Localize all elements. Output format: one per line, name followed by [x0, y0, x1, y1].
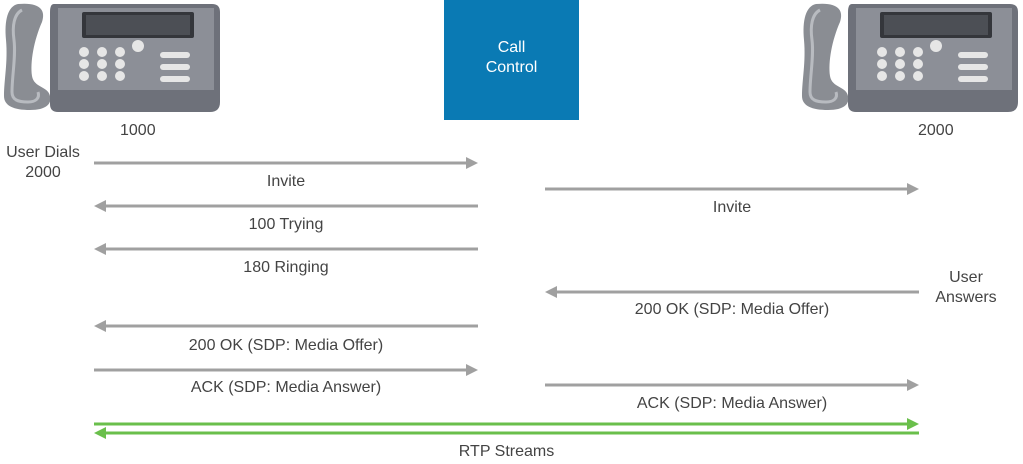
label-trying: 100 Trying: [248, 216, 324, 233]
arrow-ringing: [94, 243, 478, 255]
user-answers-note: User Answers: [935, 269, 997, 306]
arrow-ok-left: [94, 320, 478, 332]
label-rtp: RTP Streams: [458, 443, 555, 460]
arrow-trying: [94, 200, 478, 212]
arrow-ok-right: [545, 286, 919, 298]
phone-right-number: 2000: [918, 122, 954, 139]
label-invite-right: Invite: [712, 199, 752, 216]
label-ok-left: 200 OK (SDP: Media Offer): [188, 337, 384, 354]
desk-phone-icon: [4, 3, 220, 112]
label-ok-right: 200 OK (SDP: Media Offer): [634, 301, 830, 318]
label-ack-right: ACK (SDP: Media Answer): [636, 395, 828, 412]
desk-phone-icon: [802, 3, 1018, 112]
arrow-ack-left: [94, 364, 478, 376]
label-ringing: 180 Ringing: [243, 259, 329, 276]
user-dials-note: User Dials 2000: [6, 144, 80, 181]
phone-left-number: 1000: [120, 122, 156, 139]
arrow-ack-right: [545, 379, 919, 391]
label-ack-left: ACK (SDP: Media Answer): [190, 379, 382, 396]
arrow-invite-left: [94, 157, 478, 169]
arrow-rtp-back: [94, 427, 919, 439]
arrow-rtp-forward: [94, 418, 919, 430]
arrow-invite-right: [545, 183, 919, 195]
label-invite-left: Invite: [266, 173, 306, 190]
call-control-label: Call Control: [485, 39, 538, 76]
call-control-box: Call Control: [444, 0, 579, 120]
